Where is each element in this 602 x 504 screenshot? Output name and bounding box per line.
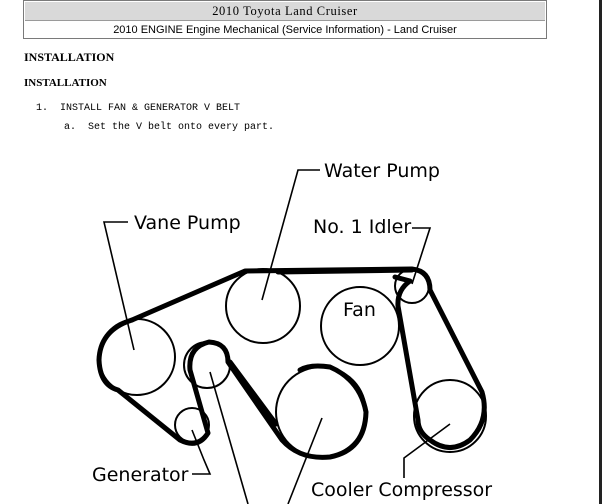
cooler-compressor-pulley — [413, 379, 487, 453]
document-title: 2010 Toyota Land Cruiser — [25, 2, 545, 21]
fan-label: Fan — [343, 299, 376, 321]
vane-pump-label: Vane Pump — [134, 212, 241, 234]
crank-leader — [287, 417, 323, 504]
no1-idler-label: No. 1 Idler — [313, 216, 411, 238]
subsection-heading: INSTALLATION — [24, 77, 107, 89]
step-1a-text: a. Set the V belt onto every part. — [64, 122, 275, 133]
v-belt — [96, 266, 487, 460]
generator-leader — [191, 429, 212, 475]
generator-label: Generator — [92, 464, 189, 486]
water-pump-leader — [261, 169, 320, 301]
vane-pump-leader — [102, 221, 135, 351]
document-subtitle: 2010 ENGINE Engine Mechanical (Service I… — [113, 24, 457, 36]
document-header: 2010 Toyota Land Cruiser 2010 ENGINE Eng… — [23, 0, 547, 39]
water-pump-pulley — [225, 268, 301, 344]
page-edge-border — [599, 0, 602, 504]
cooler-compressor-leader — [403, 423, 451, 478]
lower-idler-leader — [209, 371, 249, 504]
section-heading: INSTALLATION — [24, 50, 115, 64]
water-pump-label: Water Pump — [324, 160, 440, 182]
no1-idler-leader — [411, 227, 432, 285]
cooler-compressor-label: Cooler Compressor — [311, 479, 492, 501]
step-1-text: 1. INSTALL FAN & GENERATOR V BELT — [36, 103, 241, 114]
